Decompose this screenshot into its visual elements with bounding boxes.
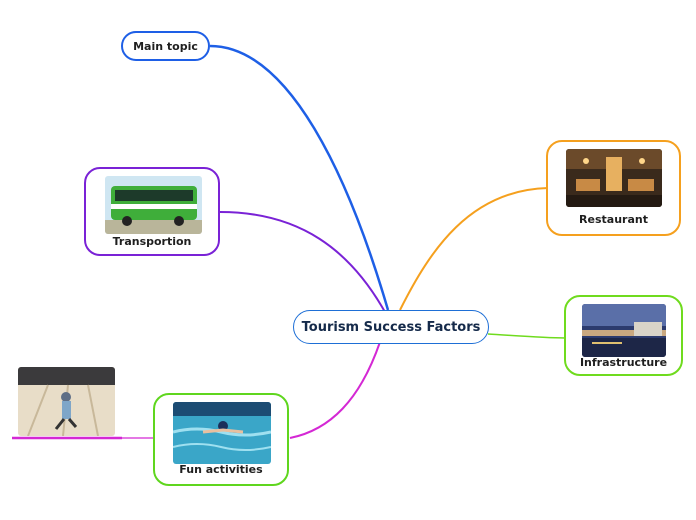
infrastructure-node[interactable]: Infrastructure — [564, 295, 683, 376]
restaurant-interior-photo — [566, 149, 662, 207]
main-topic-label: Main topic — [133, 39, 198, 53]
link-restaurant — [399, 187, 549, 311]
link-infrastructure — [487, 333, 566, 339]
link-fun-activities — [289, 341, 381, 439]
bowling-alley-photo[interactable] — [18, 367, 115, 436]
transportion-label: Transportion — [112, 235, 192, 248]
central-topic-label: Tourism Success Factors — [301, 319, 481, 335]
transportion-node[interactable]: Transportion — [84, 167, 220, 256]
swimmer-pool-photo — [173, 402, 271, 464]
link-main-topic — [209, 44, 390, 311]
fun-activities-node[interactable]: Fun activities — [153, 393, 289, 486]
link-transport — [219, 211, 386, 313]
green-bus-photo — [105, 176, 202, 234]
central-topic-node[interactable]: Tourism Success Factors — [293, 310, 489, 344]
restaurant-label: Restaurant — [579, 213, 648, 226]
night-harbor-photo — [582, 304, 666, 357]
main-topic-node[interactable]: Main topic — [121, 31, 210, 61]
fun-activities-label: Fun activities — [179, 463, 263, 476]
restaurant-node[interactable]: Restaurant — [546, 140, 681, 236]
infrastructure-label: Infrastructure — [579, 356, 668, 369]
